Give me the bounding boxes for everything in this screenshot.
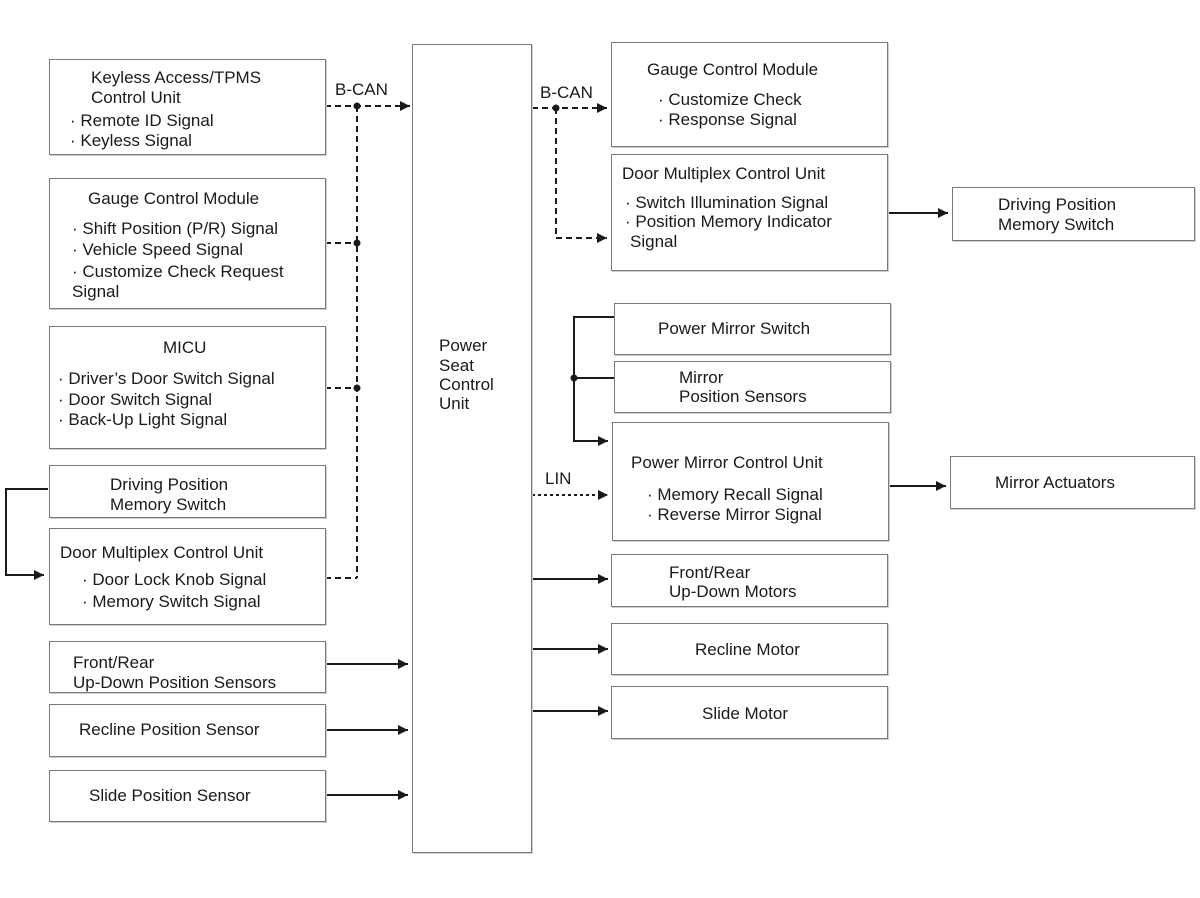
mirror-position-sensors-box: Mirror Position Sensors (614, 361, 891, 413)
junction-dot (353, 384, 361, 392)
dmcu-out-line-1: Door Multiplex Control Unit (622, 164, 826, 183)
gauge-in-line-3: · Vehicle Speed Signal (72, 240, 244, 259)
gauge-out-line-2: · Customize Check (658, 90, 802, 109)
keyless-line-2: Control Unit (91, 88, 181, 107)
updown-motors-box: Front/Rear Up-Down Motors (611, 554, 888, 607)
dpms-in-line-2: Memory Switch (110, 495, 227, 514)
lin-label: LIN (545, 469, 572, 488)
dmcu-out-line-4: Signal (630, 232, 678, 251)
junction-dot (353, 102, 361, 110)
gauge-control-module-input-box: Gauge Control Module · Shift Position (P… (49, 178, 326, 309)
gauge-in-line-2: · Shift Position (P/R) Signal (72, 219, 278, 238)
dmcu-in-line-1: Door Multiplex Control Unit (60, 543, 264, 562)
slide-motor-box: Slide Motor (611, 686, 888, 739)
dpms-in-line-1: Driving Position (110, 475, 229, 494)
mirror-cu-line-2: · Memory Recall Signal (647, 485, 823, 504)
slide-sensor-label: Slide Position Sensor (89, 786, 251, 805)
mirror-sensors-line-1: Mirror (679, 368, 724, 387)
dmcu-out-line-3: · Position Memory Indicator (625, 212, 832, 231)
keyless-access-tpms-box: Keyless Access/TPMS Control Unit · Remot… (49, 59, 326, 155)
gauge-in-line-5: Signal (72, 282, 120, 301)
door-multiplex-control-unit-input-box: Door Multiplex Control Unit · Door Lock … (49, 528, 326, 625)
slide-position-sensor-box: Slide Position Sensor (49, 770, 326, 822)
mirror-actuators-box: Mirror Actuators (950, 456, 1195, 509)
keyless-line-1: Keyless Access/TPMS (91, 68, 262, 87)
power-mirror-control-unit-box: Power Mirror Control Unit · Memory Recal… (612, 422, 889, 541)
mirror-switch-label: Power Mirror Switch (658, 319, 811, 338)
gauge-out-line-3: · Response Signal (658, 110, 797, 129)
power-seat-control-unit: Power Seat Control Unit (412, 44, 532, 853)
center-unit-line-3: Control (439, 375, 494, 394)
keyless-line-4: · Keyless Signal (70, 131, 192, 150)
bcan-input-bus (325, 101, 410, 579)
micu-line-3: · Door Switch Signal (58, 390, 213, 409)
driving-position-memory-switch-input-box: Driving Position Memory Switch (49, 465, 326, 518)
recline-position-sensor-box: Recline Position Sensor (49, 704, 326, 757)
gauge-control-module-output-box: Gauge Control Module · Customize Check ·… (611, 42, 888, 147)
dmcu-in-line-3: · Memory Switch Signal (82, 592, 261, 611)
keyless-line-3: · Remote ID Signal (70, 111, 214, 130)
updown-motors-line-2: Up-Down Motors (669, 582, 797, 601)
door-multiplex-control-unit-output-box: Door Multiplex Control Unit · Switch Ill… (611, 154, 888, 271)
dpms-out-line-2: Memory Switch (998, 215, 1115, 234)
mirror-sensors-line-2: Position Sensors (679, 387, 807, 406)
mirror-actuators-label: Mirror Actuators (995, 473, 1115, 492)
dmcu-in-line-2: · Door Lock Knob Signal (82, 570, 267, 589)
bcan-output-bus (532, 103, 607, 243)
updown-motors-line-1: Front/Rear (669, 563, 751, 582)
bcan-input-label: B-CAN (335, 80, 388, 99)
bcan-output-label: B-CAN (540, 83, 593, 102)
micu-line-1: MICU (163, 338, 207, 357)
center-unit-line-1: Power (439, 336, 488, 355)
dpms-out-line-1: Driving Position (998, 195, 1117, 214)
gauge-out-line-1: Gauge Control Module (647, 60, 819, 79)
updown-sensors-line-1: Front/Rear (73, 653, 155, 672)
gauge-in-line-1: Gauge Control Module (88, 189, 260, 208)
recline-motor-label: Recline Motor (695, 640, 800, 659)
junction-dot (552, 104, 560, 112)
driving-position-memory-switch-output-box: Driving Position Memory Switch (952, 187, 1195, 241)
recline-motor-box: Recline Motor (611, 623, 888, 675)
updown-sensors-line-2: Up-Down Position Sensors (73, 673, 277, 692)
micu-box: MICU · Driver’s Door Switch Signal · Doo… (49, 326, 326, 449)
mirror-cu-line-3: · Reverse Mirror Signal (647, 505, 822, 524)
updown-position-sensors-box: Front/Rear Up-Down Position Sensors (49, 641, 326, 693)
micu-line-2: · Driver’s Door Switch Signal (58, 369, 275, 388)
dmcu-out-line-2: · Switch Illumination Signal (625, 193, 829, 212)
center-unit-line-2: Seat (439, 356, 474, 375)
power-mirror-switch-box: Power Mirror Switch (614, 303, 891, 355)
dpms-to-dmcu-line (5, 488, 48, 580)
junction-dot (353, 239, 361, 247)
micu-line-4: · Back-Up Light Signal (58, 410, 228, 429)
gauge-in-line-4: · Customize Check Request (72, 262, 284, 281)
center-unit-line-4: Unit (439, 394, 470, 413)
mirror-cu-line-1: Power Mirror Control Unit (631, 453, 823, 472)
recline-sensor-label: Recline Position Sensor (79, 720, 260, 739)
slide-motor-label: Slide Motor (702, 704, 788, 723)
junction-dot (570, 374, 578, 382)
